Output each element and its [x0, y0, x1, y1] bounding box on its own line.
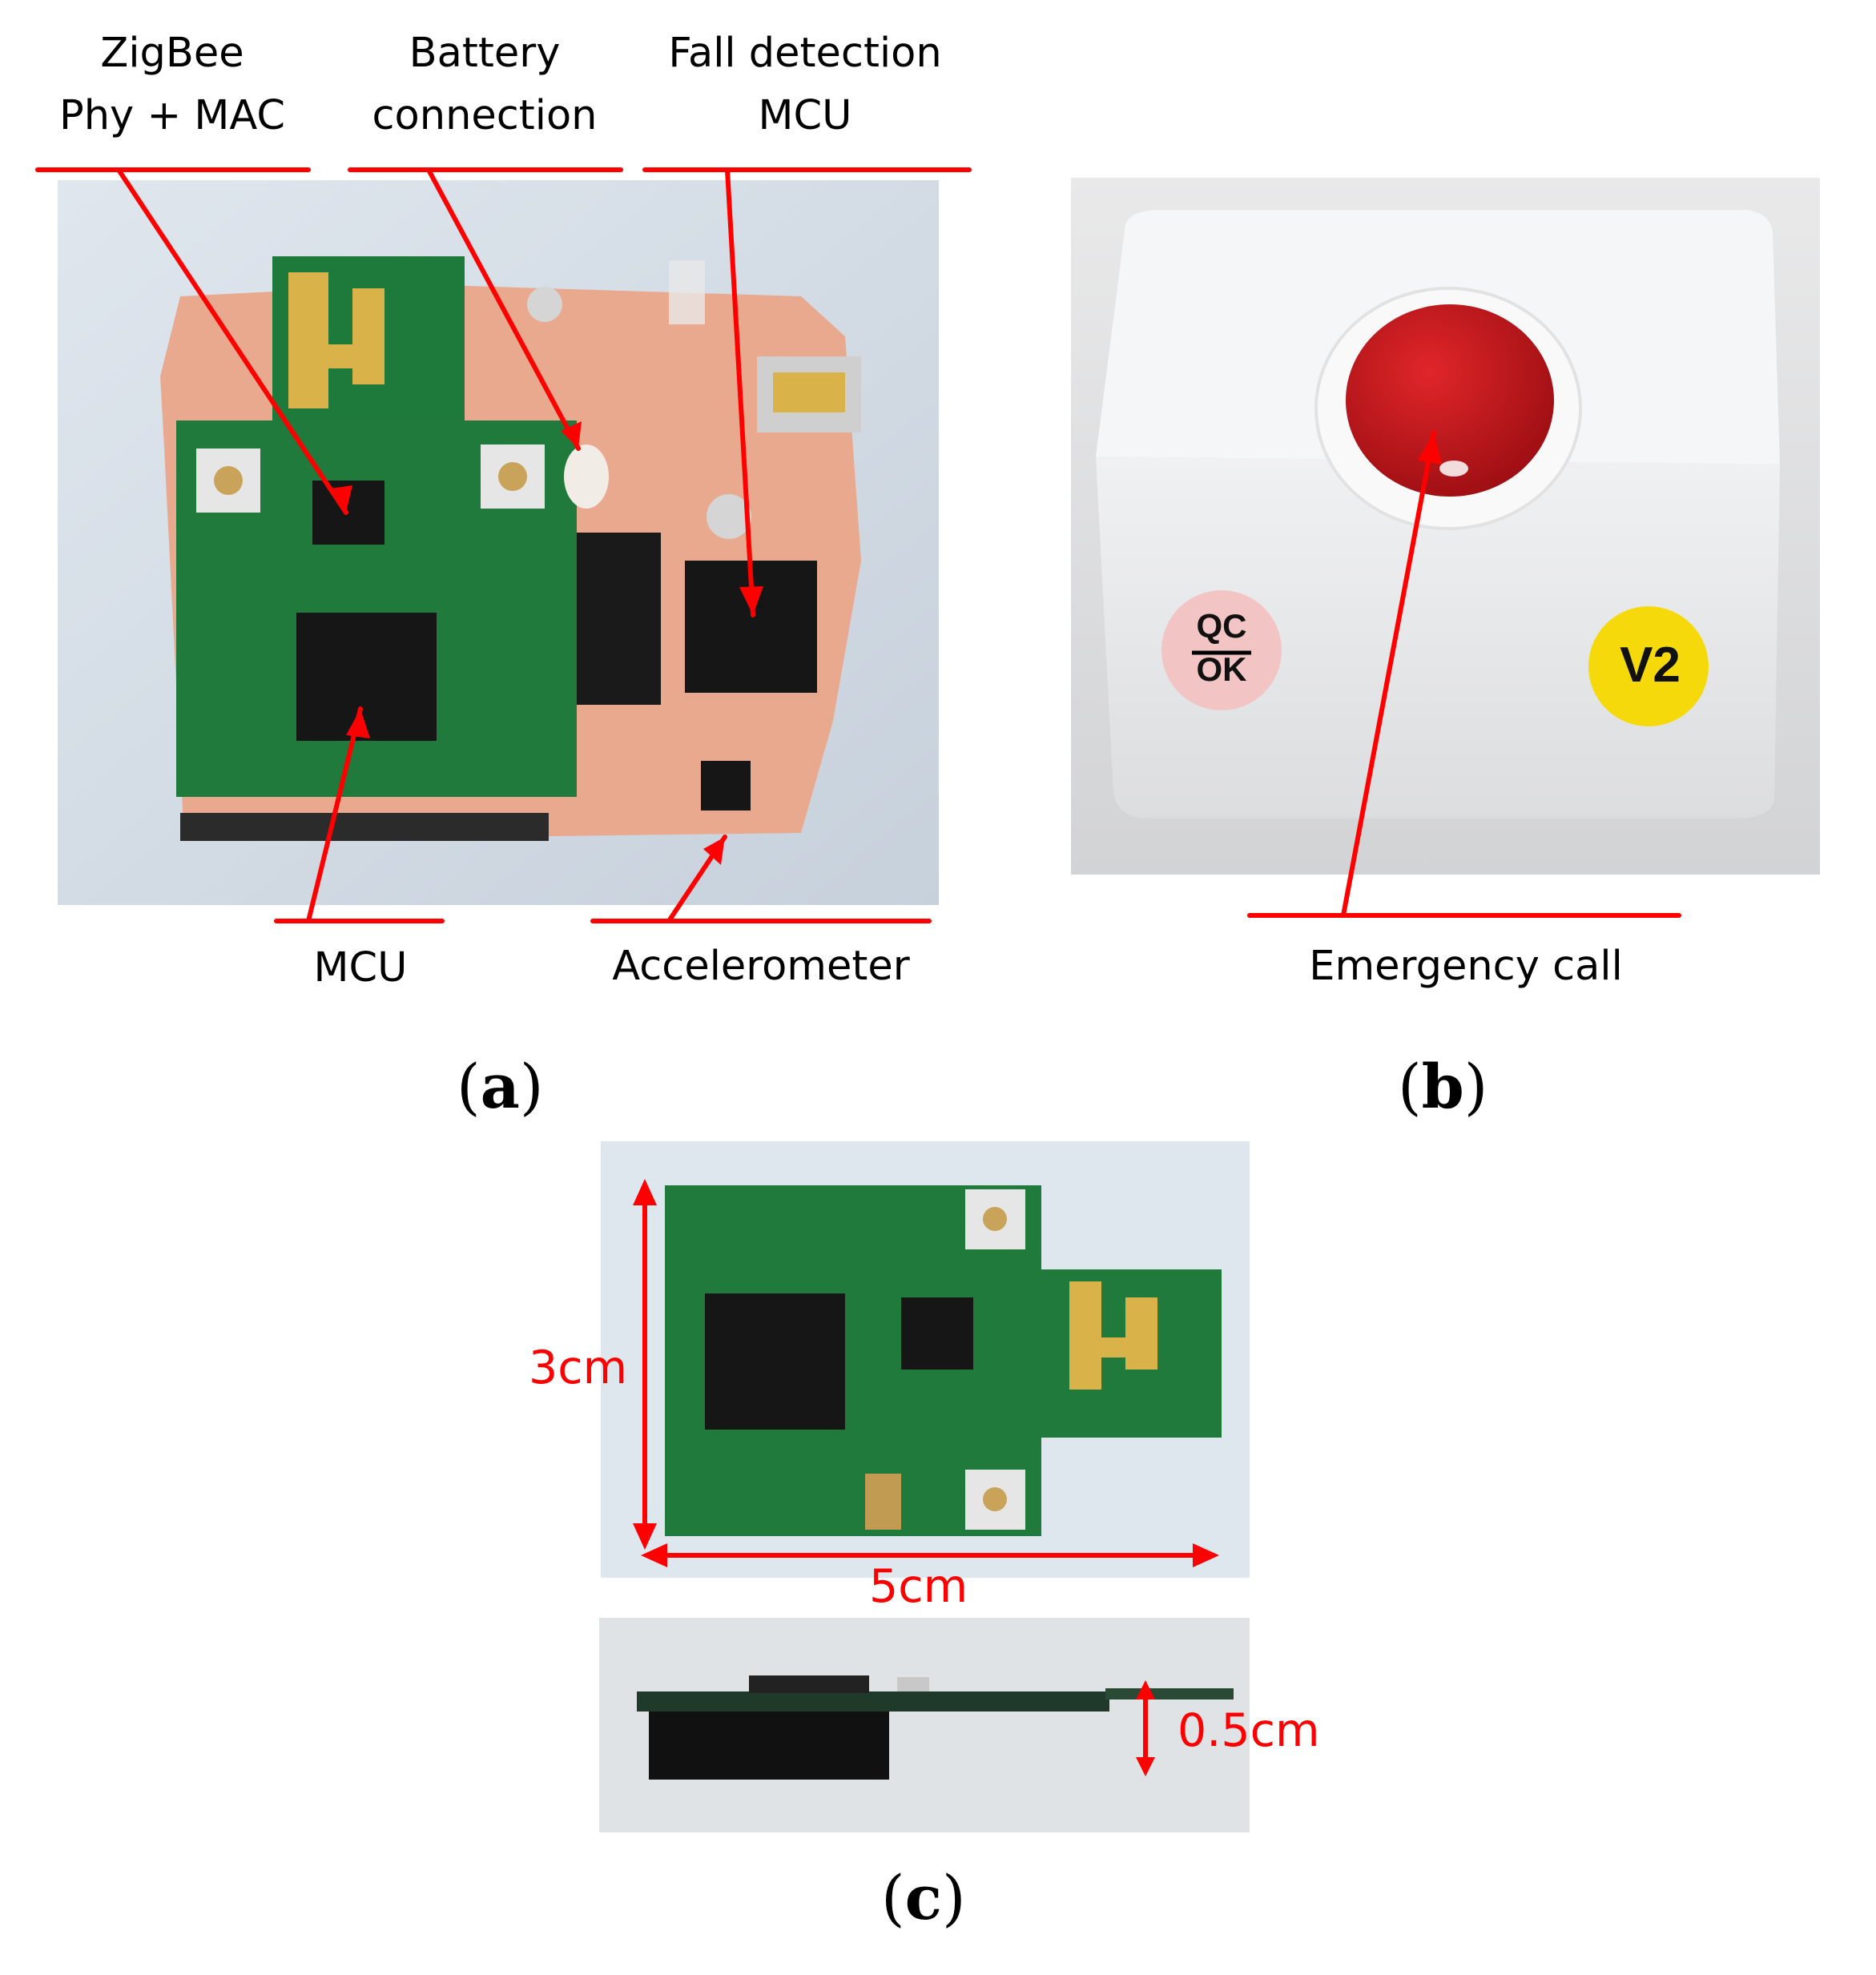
callout-zigbee-line2: Phy + MAC	[58, 92, 286, 139]
callout-battery: Battery connection	[356, 22, 613, 147]
qc-text: QC	[1196, 607, 1247, 645]
arrow-heads	[330, 421, 1442, 1776]
callout-fall-line1: Fall detection	[668, 30, 942, 77]
dimension-width: 5cm	[869, 1560, 968, 1613]
callout-mcu-text: MCU	[313, 944, 408, 992]
panel-c-side-photo	[599, 1618, 1250, 1832]
dimension-thickness: 0.5cm	[1178, 1704, 1320, 1757]
panel-a-photo	[58, 180, 939, 905]
callout-fall-line2: MCU	[758, 92, 852, 139]
callout-accelerometer: Accelerometer	[589, 935, 933, 998]
callout-mcu: MCU	[272, 937, 449, 1000]
panel-a-letter: a	[480, 1051, 520, 1122]
panel-b-letter: b	[1421, 1051, 1464, 1122]
panel-a-label: (a)	[457, 1051, 544, 1122]
callout-accelerometer-text: Accelerometer	[612, 943, 910, 990]
callout-emergency: Emergency call	[1250, 935, 1682, 998]
qc-sticker	[1161, 590, 1282, 710]
callout-zigbee-line1: ZigBee	[100, 30, 244, 77]
ok-text: OK	[1196, 650, 1247, 688]
dimension-height: 3cm	[529, 1341, 628, 1394]
panel-b-label: (b)	[1398, 1051, 1488, 1122]
callout-emergency-text: Emergency call	[1309, 943, 1623, 990]
version-sticker	[1588, 606, 1709, 726]
panel-c-letter: c	[904, 1862, 942, 1933]
panel-c-label: (c)	[881, 1862, 966, 1933]
annotation-lines	[35, 167, 1681, 1771]
callout-fall-detection: Fall detection MCU	[649, 22, 961, 147]
panel-b-photo	[1071, 178, 1820, 875]
callout-battery-line2: connection	[372, 92, 598, 139]
callout-battery-line1: Battery	[409, 30, 561, 77]
callout-zigbee: ZigBee Phy + MAC	[48, 22, 296, 147]
panel-c-top-photo	[601, 1141, 1250, 1578]
qc-sticker-text: QC OK	[1178, 605, 1266, 691]
version-sticker-text: V2	[1620, 638, 1681, 693]
